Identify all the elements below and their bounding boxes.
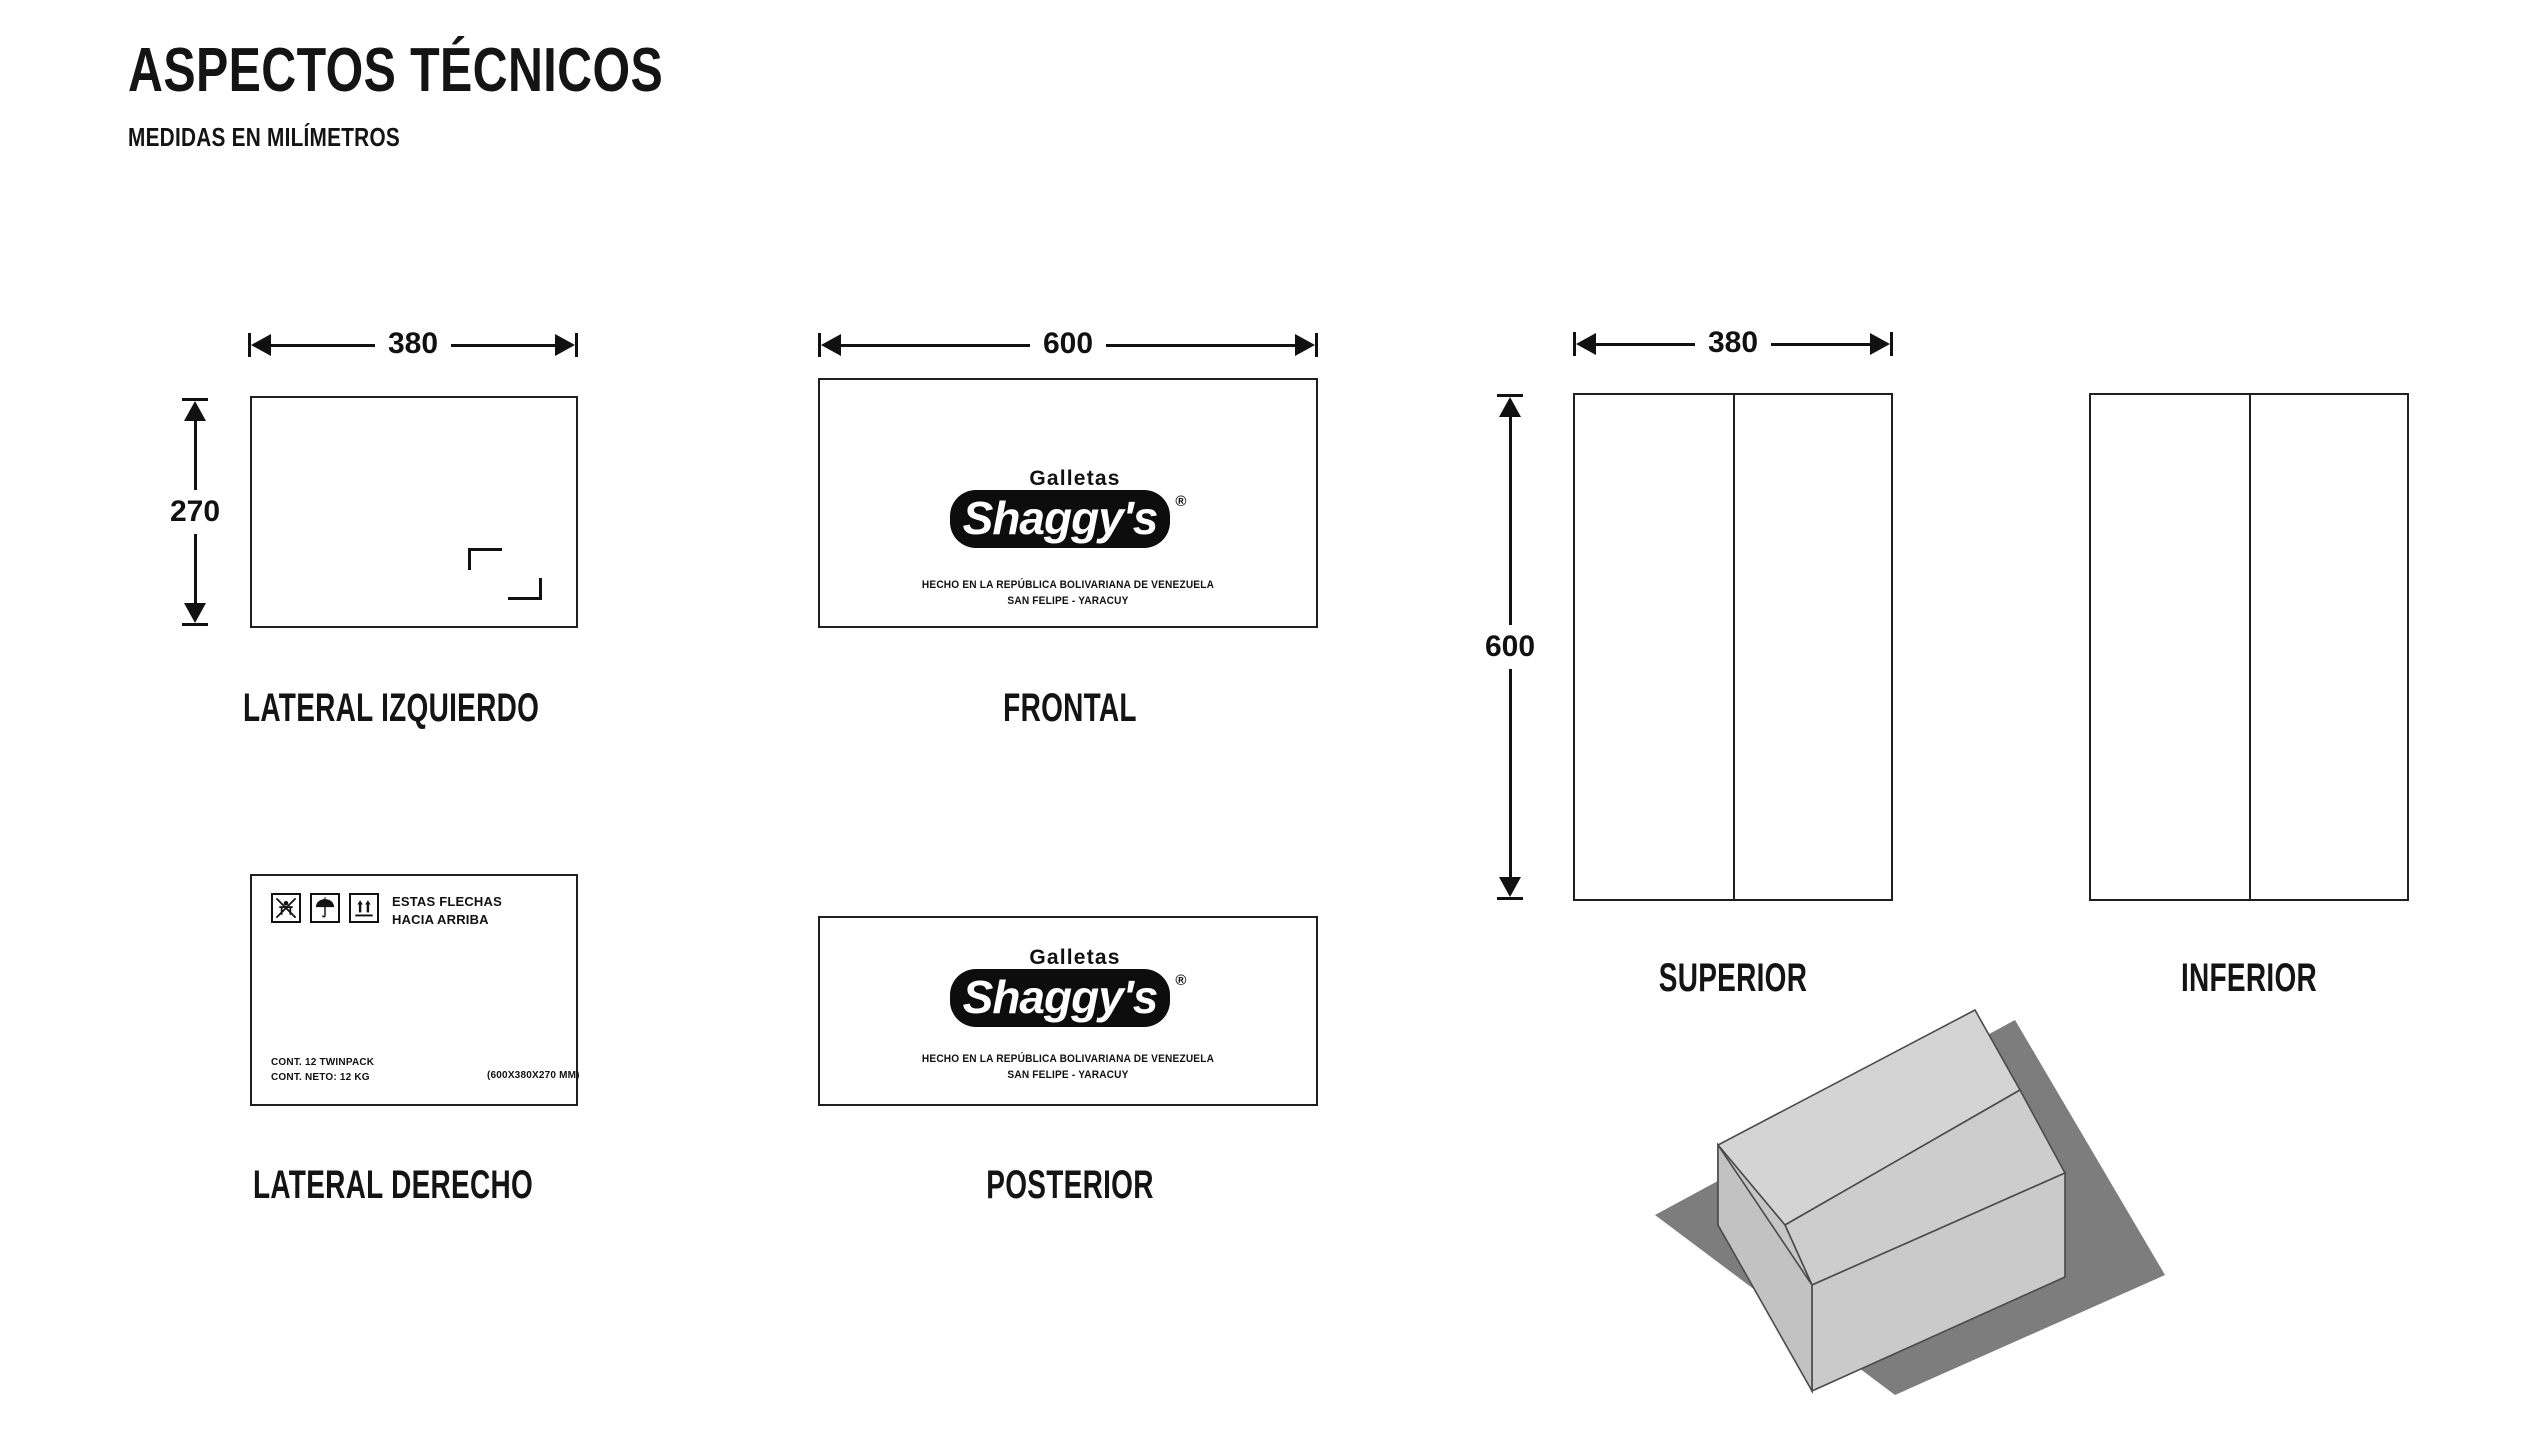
dimension-value: 600: [1042, 327, 1094, 360]
dimension-line: [451, 343, 555, 347]
dimension-line: [841, 343, 1030, 347]
dimension-arrow-right: [1870, 333, 1890, 355]
dimension-arrow-up: [184, 401, 206, 421]
dimension-endtick-start: [818, 333, 821, 357]
caption-lateral-derecho: LATERAL DERECHO: [253, 1163, 534, 1207]
dimension-value: 600: [1484, 630, 1536, 663]
dimension-line: [193, 421, 197, 490]
caption-posterior: POSTERIOR: [986, 1163, 1154, 1207]
dimension-top-width: 380: [1573, 326, 1893, 359]
page-subtitle: MEDIDAS EN MILÍMETROS: [128, 122, 400, 152]
dimension-endtick-end: [575, 333, 578, 357]
panel-inferior-flap-seam: [2249, 393, 2251, 901]
caption-inferior: INFERIOR: [2180, 956, 2318, 1000]
dimension-arrow-left: [821, 334, 841, 356]
panel-lateral-izquierdo[interactable]: [250, 396, 578, 628]
logo-wordmark: Shaggy's: [949, 969, 1171, 1027]
handling-marks: ESTAS FLECHAS HACIA ARRIBA: [271, 893, 502, 928]
registered-trademark-icon: ®: [1175, 493, 1187, 510]
panel-lateral-derecho[interactable]: [250, 874, 578, 1106]
origin-line-2: SAN FELIPE - YARACUY: [1007, 1068, 1129, 1081]
dimension-line: [1596, 342, 1695, 346]
dimension-line: [1106, 343, 1295, 347]
handling-text-line-2: HACIA ARRIBA: [392, 911, 489, 927]
dimension-endtick-bottom: [182, 623, 208, 626]
dimension-line: [1508, 417, 1512, 625]
origin-line-1: HECHO EN LA REPÚBLICA BOLIVARIANA DE VEN…: [921, 1053, 1215, 1065]
corner-mark-horizontal: [508, 597, 542, 600]
logo-wordmark-row: Shaggy's ®: [949, 490, 1187, 548]
box-side-face: [1717, 1142, 1813, 1395]
registration-corner-bottom-right: [508, 578, 542, 600]
dimension-endtick-start: [248, 333, 251, 357]
logo-pretitle: Galletas: [1029, 946, 1121, 969]
caption-lateral-izquierdo: LATERAL IZQUIERDO: [243, 686, 540, 730]
origin-text-frontal: HECHO EN LA REPÚBLICA BOLIVARIANA DE VEN…: [838, 578, 1298, 610]
origin-text-posterior: HECHO EN LA REPÚBLICA BOLIVARIANA DE VEN…: [838, 1052, 1298, 1084]
dimension-line: [1771, 342, 1870, 346]
corner-mark-vertical: [539, 578, 542, 600]
logo-wordmark: Shaggy's: [949, 490, 1171, 548]
corner-mark-horizontal: [468, 548, 502, 551]
dimension-endtick-start: [1573, 332, 1576, 356]
origin-line-2: SAN FELIPE - YARACUY: [1007, 594, 1129, 607]
content-info-left: CONT. 12 TWINPACK CONT. NETO: 12 KG: [271, 1055, 374, 1085]
dimension-arrow-left: [1576, 333, 1596, 355]
dimension-endtick-top: [182, 398, 208, 401]
origin-line-1: HECHO EN LA REPÚBLICA BOLIVARIANA DE VEN…: [921, 579, 1215, 591]
caption-superior: SUPERIOR: [1658, 956, 1808, 1000]
dimension-endtick-end: [1890, 332, 1893, 356]
panel-superior-flap-seam: [1733, 393, 1735, 901]
registration-corner-top-left: [468, 548, 502, 570]
keep-dry-umbrella-icon: [310, 893, 340, 923]
isometric-box-illustration: [1600, 985, 2220, 1430]
content-quantity: CONT. 12 TWINPACK: [271, 1057, 375, 1068]
handling-text-line-1: ESTAS FLECHAS: [392, 894, 502, 909]
logo-frontal: Galletas Shaggy's ®: [949, 467, 1186, 548]
dimension-arrow-right: [1295, 334, 1315, 356]
page-title: ASPECTOS TÉCNICOS: [128, 36, 664, 105]
header: ASPECTOS TÉCNICOS MEDIDAS EN MILÍMETROS: [128, 36, 814, 152]
handling-instruction-text: ESTAS FLECHAS HACIA ARRIBA: [392, 893, 502, 928]
dimension-arrow-left: [251, 334, 271, 356]
dimension-top-height: 600: [1485, 394, 1535, 900]
this-way-up-icon: [349, 893, 379, 923]
dimension-arrow-down: [1499, 877, 1521, 897]
caption-frontal: FRONTAL: [1003, 686, 1137, 730]
dimension-line: [193, 534, 197, 603]
logo-pretitle: Galletas: [1029, 467, 1121, 490]
logo-wordmark-row: Shaggy's ®: [949, 969, 1187, 1027]
dimension-left-height: 270: [170, 398, 220, 626]
dimension-arrow-up: [1499, 397, 1521, 417]
dimension-front-width: 600: [818, 327, 1318, 360]
dimension-endtick-top: [1497, 394, 1523, 397]
dimension-endtick-end: [1315, 333, 1318, 357]
dimension-line: [1508, 669, 1512, 877]
dimension-value: 270: [169, 495, 221, 528]
dimension-arrow-right: [555, 334, 575, 356]
corner-mark-vertical: [468, 548, 471, 570]
logo-posterior: Galletas Shaggy's ®: [949, 946, 1186, 1027]
dimension-arrow-down: [184, 603, 206, 623]
dimension-left-width: 380: [248, 327, 578, 360]
dimension-value: 380: [387, 327, 439, 360]
dimension-endtick-bottom: [1497, 897, 1523, 900]
dimension-line: [271, 343, 375, 347]
no-hooks-icon: [271, 893, 301, 923]
dimension-value: 380: [1707, 326, 1759, 359]
content-net-weight: CONT. NETO: 12 KG: [271, 1072, 370, 1083]
registered-trademark-icon: ®: [1175, 972, 1187, 989]
content-box-size: (600X380X270 MM): [487, 1070, 580, 1081]
